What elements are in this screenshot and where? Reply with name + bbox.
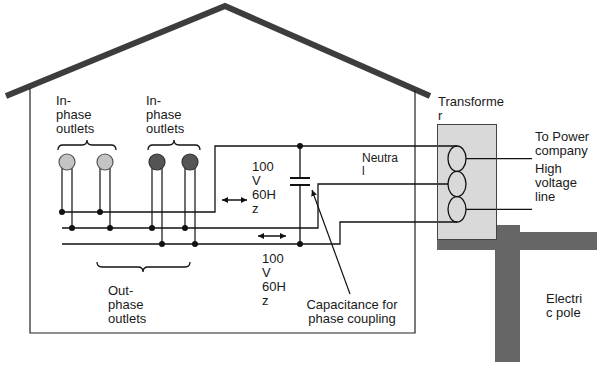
outlet-group-label: In- phase outlets [56,94,94,136]
outlet-leg [100,168,110,228]
outlet-leg [152,168,162,244]
leader-line [312,190,350,294]
outlet-leg [62,168,72,228]
outlet-leg [185,168,195,244]
wire-label: Neutra l [362,152,398,178]
junction-dot [149,225,155,231]
voltage-label: 100 V 60H z [252,160,276,216]
outlet-group-label: Out- phase outlets [108,284,146,326]
outlet-legs [62,168,195,244]
line-label: To Power company [535,130,597,158]
line-label: High voltage line [535,162,577,204]
capacitor-lead [299,146,300,244]
outlet [182,154,198,170]
coil-loop [448,171,466,196]
bracket [58,140,116,150]
bracket [148,140,200,150]
callout-label: Capacitance for phase coupling [296,298,408,326]
voltage-arrow [222,199,247,201]
junction-dot [159,241,165,247]
pole-label: Electri c pole [546,292,582,320]
voltage-label: 100 V 60H z [262,252,286,308]
voltage-arrow [258,235,286,237]
transformer-box: Transforme r [437,124,497,240]
outlet [59,154,75,170]
junction-dots [59,143,303,247]
node-heading: Transforme r [438,95,504,123]
outlet-group-label: Out- phase outlets [108,284,146,326]
junction-dot [97,209,103,215]
high-voltage-line [466,158,532,159]
high-voltage-line [466,209,532,210]
junction-dot [107,225,113,231]
outlet-group-label: In- phase outlets [56,94,94,136]
voltage-label: 100 V 60H z [262,252,286,308]
junction-dot [69,225,75,231]
capacitor-symbol [290,178,310,185]
wire-label: Neutra l [362,152,398,178]
outlet-group-label: In- phase outlets [146,94,184,136]
hot-wire [62,222,457,244]
outlet-group-label: In- phase outlets [146,94,184,136]
junction-dot [182,225,188,231]
outlet [97,154,113,170]
bracket [97,262,190,272]
junction-dot [192,241,198,247]
coil-loop [448,146,466,171]
roof [6,6,430,96]
line-label: High voltage line [535,162,577,204]
voltage-label: 100 V 60H z [252,160,276,216]
coil-loop [448,197,466,222]
outlet [149,154,165,170]
pole-label: Electri c pole [546,292,582,320]
house-wall [30,88,415,333]
line-label: To Power company [535,130,597,158]
callout-label: Capacitance for phase coupling [296,298,408,326]
junction-dot [59,209,65,215]
